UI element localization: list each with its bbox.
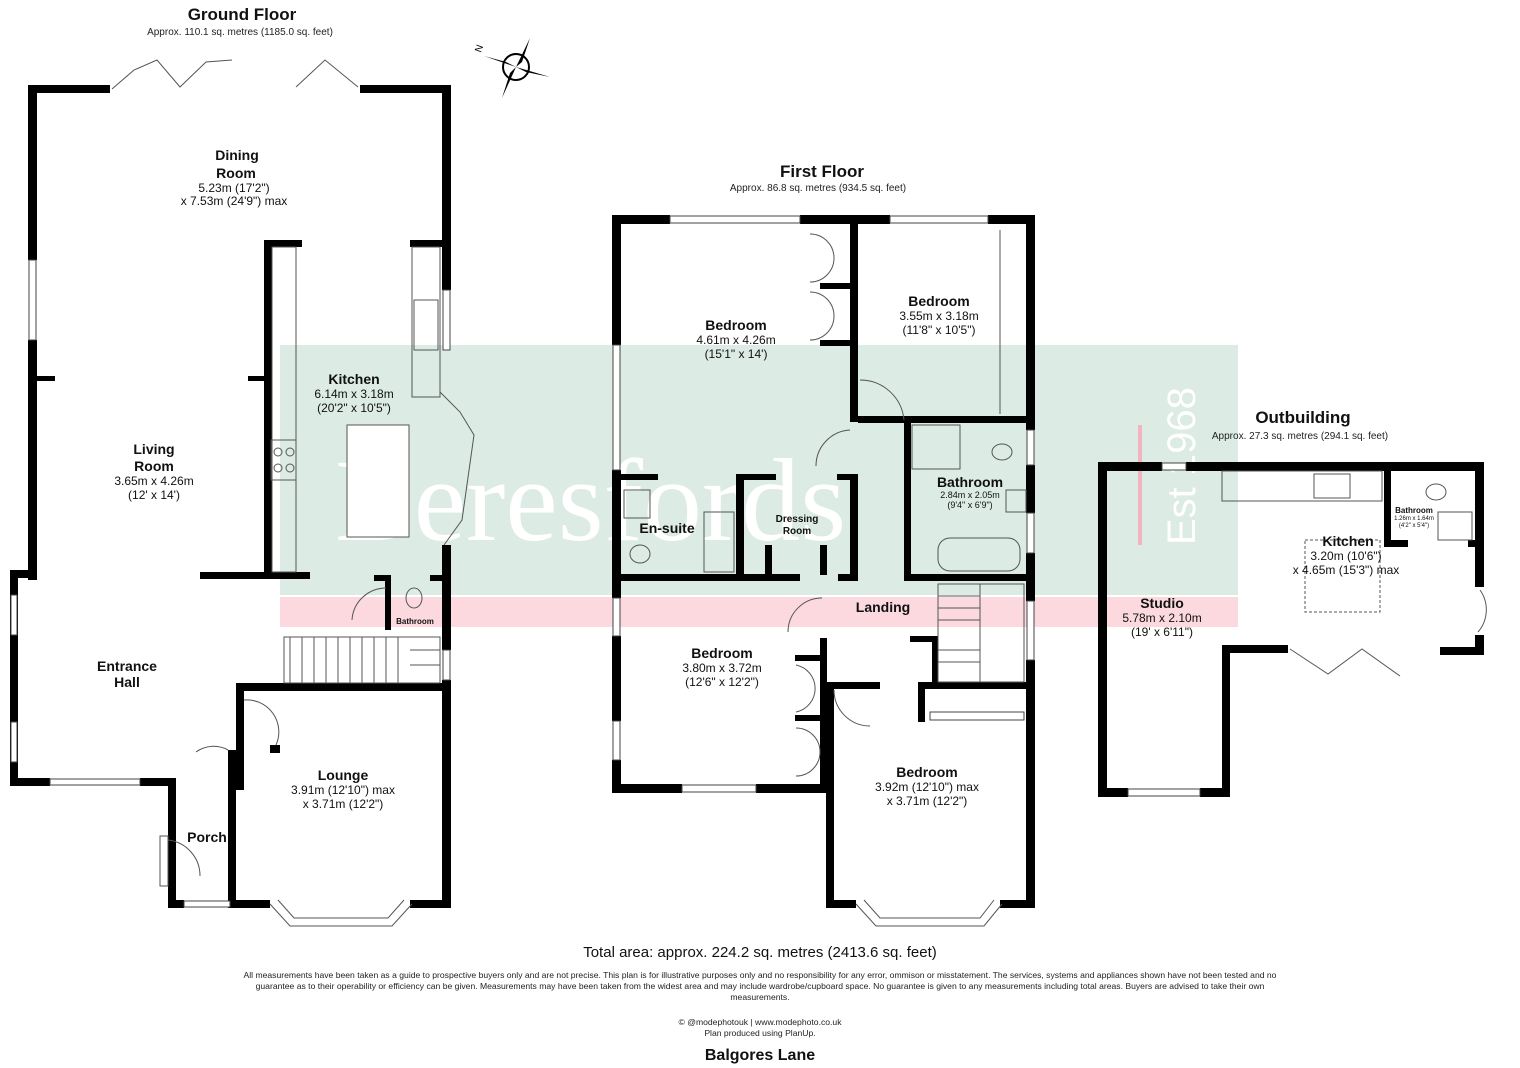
lounge-dim-2: x 3.71m (12'2") bbox=[303, 797, 384, 811]
first-floor-area: Approx. 86.8 sq. metres (934.5 sq. feet) bbox=[730, 183, 906, 194]
studio-dim-2: (19' x 6'11") bbox=[1131, 625, 1193, 639]
kitchen-dim-1: 6.14m x 3.18m bbox=[314, 387, 393, 401]
disclaimer-text: All measurements have been taken as a gu… bbox=[243, 970, 1277, 1002]
ground-floor-walls bbox=[10, 85, 451, 908]
bedroom-2-dim-1: 3.55m x 3.18m bbox=[899, 309, 978, 323]
bedroom-4-dim-1: 3.92m (12'10") max bbox=[875, 780, 979, 794]
outbuilding-kitchen-dim-1: 3.20m (10'6") bbox=[1310, 549, 1381, 563]
first-floor-windows bbox=[612, 215, 1035, 927]
entrance-hall-name-2: Hall bbox=[114, 674, 140, 690]
entrance-hall-name-1: Entrance bbox=[97, 658, 157, 674]
ground-floor-windows bbox=[10, 59, 475, 927]
watermark-brand-name: Beresfords bbox=[335, 435, 846, 566]
living-room-dim-2: (12' x 14') bbox=[128, 488, 180, 502]
landing-name: Landing bbox=[856, 599, 910, 615]
credit-line-2: Plan produced using PlanUp. bbox=[704, 1028, 816, 1038]
dressing-room-name-1: Dressing bbox=[776, 514, 819, 525]
dining-room-name-2: Room bbox=[216, 165, 256, 181]
outbuilding-bathroom-dim-2: (4'2" x 5'4") bbox=[1399, 523, 1429, 529]
bathroom-name: Bathroom bbox=[937, 474, 1003, 490]
bedroom-3-dim-1: 3.80m x 3.72m bbox=[682, 661, 761, 675]
bathroom-dim-2: (9'4" x 6'9") bbox=[947, 500, 992, 510]
living-room-dim-1: 3.65m x 4.26m bbox=[114, 474, 193, 488]
kitchen-island bbox=[346, 424, 410, 538]
ground-floor-area: Approx. 110.1 sq. metres (1185.0 sq. fee… bbox=[147, 27, 333, 38]
bedroom-3-name: Bedroom bbox=[691, 645, 752, 661]
bedroom-2-dim-2: (11'8" x 10'5") bbox=[903, 323, 976, 337]
lounge-name: Lounge bbox=[318, 767, 369, 783]
dining-room-dim-1: 5.23m (17'2") bbox=[198, 181, 269, 195]
ensuite-name: En-suite bbox=[639, 520, 694, 536]
outbuilding-kitchen-name: Kitchen bbox=[1322, 533, 1373, 549]
outbuilding-title: Outbuilding bbox=[1255, 408, 1350, 427]
credit-line-1: © @modephotouk | www.modephoto.co.uk bbox=[678, 1017, 842, 1027]
compass-icon: N bbox=[473, 38, 550, 98]
outbuilding-area: Approx. 27.3 sq. metres (294.1 sq. feet) bbox=[1212, 431, 1388, 442]
bedroom-1-name: Bedroom bbox=[705, 317, 766, 333]
kitchen-dim-2: (20'2" x 10'5") bbox=[317, 401, 391, 415]
living-room-name-2: Room bbox=[134, 458, 174, 474]
porch-name: Porch bbox=[187, 829, 227, 845]
total-area: Total area: approx. 224.2 sq. metres (24… bbox=[583, 944, 937, 961]
bedroom-1-dim-1: 4.61m x 4.26m bbox=[696, 333, 775, 347]
dressing-room-name-2: Room bbox=[783, 526, 811, 537]
bedroom-4-name: Bedroom bbox=[896, 764, 957, 780]
outbuilding-windows bbox=[1127, 462, 1487, 797]
bedroom-2-name: Bedroom bbox=[908, 293, 969, 309]
watermark-stripe bbox=[280, 597, 1238, 627]
outbuilding-bathroom-name: Bathroom bbox=[1395, 506, 1433, 515]
first-floor-walls bbox=[612, 215, 1035, 908]
credit-block: © @modephotouk | www.modephoto.co.uk Pla… bbox=[0, 1017, 1520, 1039]
first-floor-title: First Floor bbox=[780, 162, 864, 181]
property-name: Balgores Lane bbox=[704, 1047, 816, 1064]
dining-room-dim-2: x 7.53m (24'9") max bbox=[181, 194, 288, 208]
studio-dim-1: 5.78m x 2.10m bbox=[1122, 611, 1201, 625]
compass-north-label: N bbox=[473, 43, 486, 54]
outbuilding-bathroom-dim: 1.26m x 1.64m bbox=[1394, 516, 1434, 522]
floor-plan-drawing: Beresfords Est 1968 Ground Floor Approx.… bbox=[10, 5, 1487, 927]
outbuilding-kitchen-dim-2: x 4.65m (15'3") max bbox=[1293, 563, 1400, 577]
watermark-divider bbox=[1138, 425, 1142, 545]
lounge-dim-1: 3.91m (12'10") max bbox=[291, 783, 395, 797]
bathroom-dim-1: 2.84m x 2.05m bbox=[940, 490, 1000, 500]
gf-bathroom-name: Bathroom bbox=[396, 617, 434, 626]
bedroom-3-dim-2: (12'6" x 12'2") bbox=[685, 675, 759, 689]
bedroom-1-dim-2: (15'1" x 14') bbox=[705, 347, 768, 361]
studio-name: Studio bbox=[1140, 595, 1184, 611]
living-room-name-1: Living bbox=[133, 441, 174, 457]
outbuilding-walls bbox=[1098, 462, 1484, 797]
ground-floor-title: Ground Floor bbox=[188, 5, 297, 24]
kitchen-name: Kitchen bbox=[328, 371, 379, 387]
dining-room-name-1: Dining bbox=[215, 147, 259, 163]
bedroom-4-dim-2: x 3.71m (12'2") bbox=[887, 794, 968, 808]
